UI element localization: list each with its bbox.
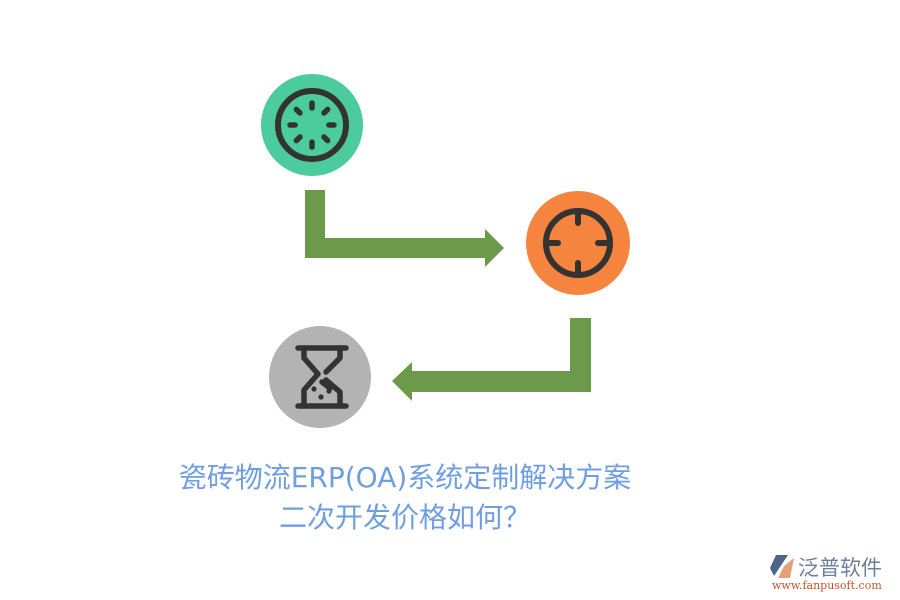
brand-url: www.fanpusoft.com [772,579,882,592]
hourglass-node [269,326,371,428]
arrow-target-to-hourglass [392,318,591,401]
page-title: 瓷砖物流ERP(OA)系统定制解决方案 二次开发价格如何？ [150,458,660,538]
arrow-loading-to-target [305,190,504,267]
brand-name: 泛普软件 [798,556,882,580]
target-node [526,191,630,295]
title-line-1: 瓷砖物流ERP(OA)系统定制解决方案 [178,461,632,494]
brand-watermark: 泛普软件 www.fanpusoft.com [768,552,898,598]
crosshair-target-icon [543,208,613,278]
brand-logo-icon [770,555,794,578]
title-line-2: 二次开发价格如何？ [278,501,531,534]
sand-dots [311,386,332,400]
loading-node [261,74,363,176]
hourglass-icon [295,345,349,409]
loading-spinner-icon [275,88,349,162]
